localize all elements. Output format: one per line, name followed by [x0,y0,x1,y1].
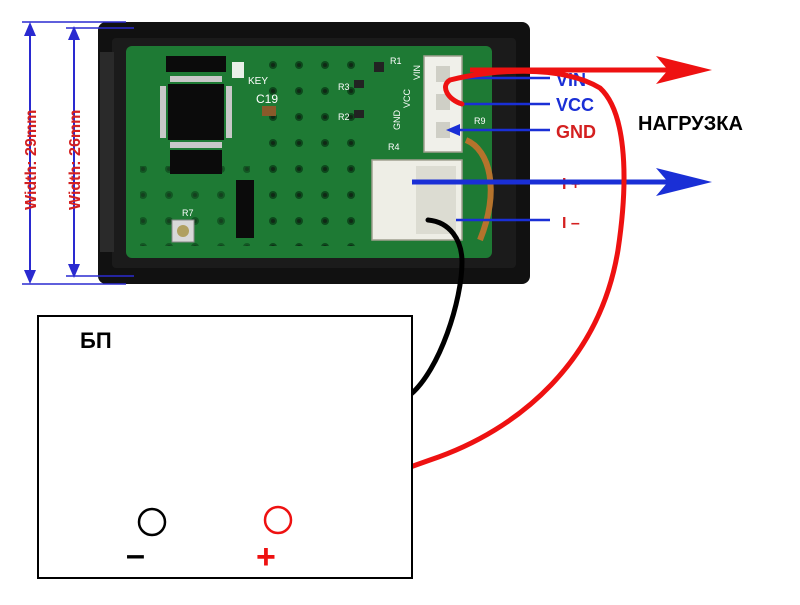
pcb-holes-lower [140,166,250,246]
silk-gnd: GND [392,110,402,131]
pin-gnd-label: GND [556,122,596,142]
dimension-outer-label: Width: 29mm [23,110,40,210]
terminal-plus-label: + [256,538,276,576]
power-supply-box [37,315,413,579]
pin-vcc-label: VCC [556,95,594,115]
resistor-label-r2: R2 [338,112,350,122]
terminal-plus [263,505,293,535]
resistor-label-r4: R4 [388,142,400,152]
dimension-outer [22,21,126,285]
terminal-minus-label: – [126,536,145,574]
small-chip-mid [170,150,222,174]
resistor-r1 [374,62,384,72]
shunt-wire [464,137,494,242]
dimension-inner-label: Width: 26mm [67,110,84,210]
pcb-holes [256,46,366,246]
resistor-r2 [354,110,364,118]
silk-vcc: VCC [402,88,412,108]
connector-3pin-slot-2 [436,94,450,110]
small-chip-top [166,56,226,72]
gnd-pointer [446,124,550,136]
power-supply-label: БП [80,328,112,353]
case-left-tab [100,52,114,252]
resistor-label-r1: R1 [390,56,402,66]
key-button [232,62,244,78]
mcu-chip [168,84,224,140]
cap-label: C19 [256,92,278,106]
pin-i-minus-label: I – [562,215,580,232]
connector-3pin-slot-1 [436,66,450,82]
capacitor-c19 [262,106,276,116]
resistor-label-r3: R3 [338,82,350,92]
connector-3pin-slot-3 [436,122,450,138]
small-chip-low [236,180,254,238]
mcu-pins [160,76,232,148]
resistor-r3 [354,80,364,88]
silk-vin: VIN [412,65,422,80]
current-arrow [412,168,712,196]
key-label: KEY [248,76,268,87]
red-arrow-to-load [470,56,712,84]
pot-label: R7 [182,208,194,218]
load-label: НАГРУЗКА [638,113,743,135]
potentiometer-knob [177,225,189,237]
resistor-label-r9: R9 [474,116,486,126]
dimension-inner [66,26,134,278]
terminal-minus [137,507,167,537]
